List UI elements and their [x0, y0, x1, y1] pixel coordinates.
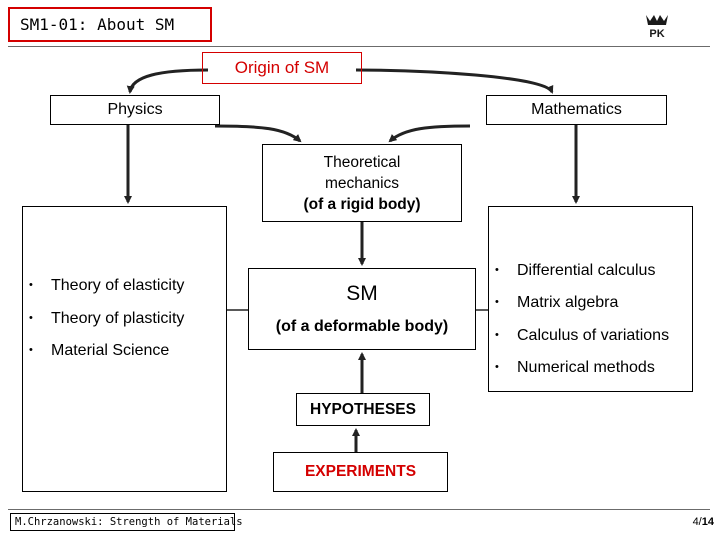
- physics-topic-item: •Material Science: [23, 342, 169, 360]
- header-divider: [8, 46, 710, 47]
- physics-box: Physics: [50, 95, 220, 125]
- bullet-icon: •: [29, 279, 33, 291]
- math-topic-item: •Calculus of variations: [489, 327, 669, 345]
- math-topic-item: •Numerical methods: [489, 359, 655, 377]
- page-current: 4/: [692, 516, 702, 528]
- math-topics-box: •Differential calculus •Matrix algebra •…: [488, 206, 693, 392]
- theoretical-mechanics-line-1: Theoretical: [323, 153, 401, 171]
- page-number: 4/14: [670, 513, 714, 531]
- mathematics-box: Mathematics: [486, 95, 667, 125]
- bullet-icon: •: [495, 329, 499, 341]
- experiments-box: EXPERIMENTS: [273, 452, 448, 492]
- physics-topic-item: •Theory of plasticity: [23, 310, 184, 328]
- footer-divider: [8, 509, 710, 510]
- math-topic-item: •Differential calculus: [489, 262, 655, 280]
- sm-subtitle: (of a deformable body): [275, 318, 449, 335]
- bullet-icon: •: [29, 312, 33, 324]
- bullet-icon: •: [495, 361, 499, 373]
- sm-box: SM (of a deformable body): [248, 268, 476, 350]
- origin-to-math-arrow: [355, 68, 554, 94]
- footer-author: M.Chrzanowski: Strength of Materials: [10, 513, 243, 531]
- math-topic-item: •Matrix algebra: [489, 294, 618, 312]
- physics-topic-item: •Theory of elasticity: [23, 277, 184, 295]
- theoretical-mechanics-box: Theoretical mechanics (of a rigid body): [262, 144, 462, 222]
- physics-to-mechanics-arrow: [214, 124, 302, 143]
- origin-box: Origin of SM: [202, 52, 362, 84]
- slide-title: SM1-01: About SM: [8, 7, 212, 42]
- sm-title: SM: [346, 282, 378, 305]
- math-to-mechanics-arrow: [388, 124, 471, 143]
- page-total: 14: [701, 516, 714, 528]
- pk-university-logo-icon: PK: [646, 15, 668, 40]
- hypotheses-box: HYPOTHESES: [296, 393, 430, 426]
- origin-to-physics-arrow: [126, 68, 209, 94]
- theoretical-mechanics-line-3: (of a rigid body): [303, 195, 421, 213]
- bullet-icon: •: [495, 296, 499, 308]
- logo-text: PK: [649, 28, 664, 40]
- bullet-icon: •: [29, 344, 33, 356]
- physics-topics-box: •Theory of elasticity •Theory of plastic…: [22, 206, 227, 492]
- theoretical-mechanics-line-2: mechanics: [324, 174, 400, 192]
- bullet-icon: •: [495, 264, 499, 276]
